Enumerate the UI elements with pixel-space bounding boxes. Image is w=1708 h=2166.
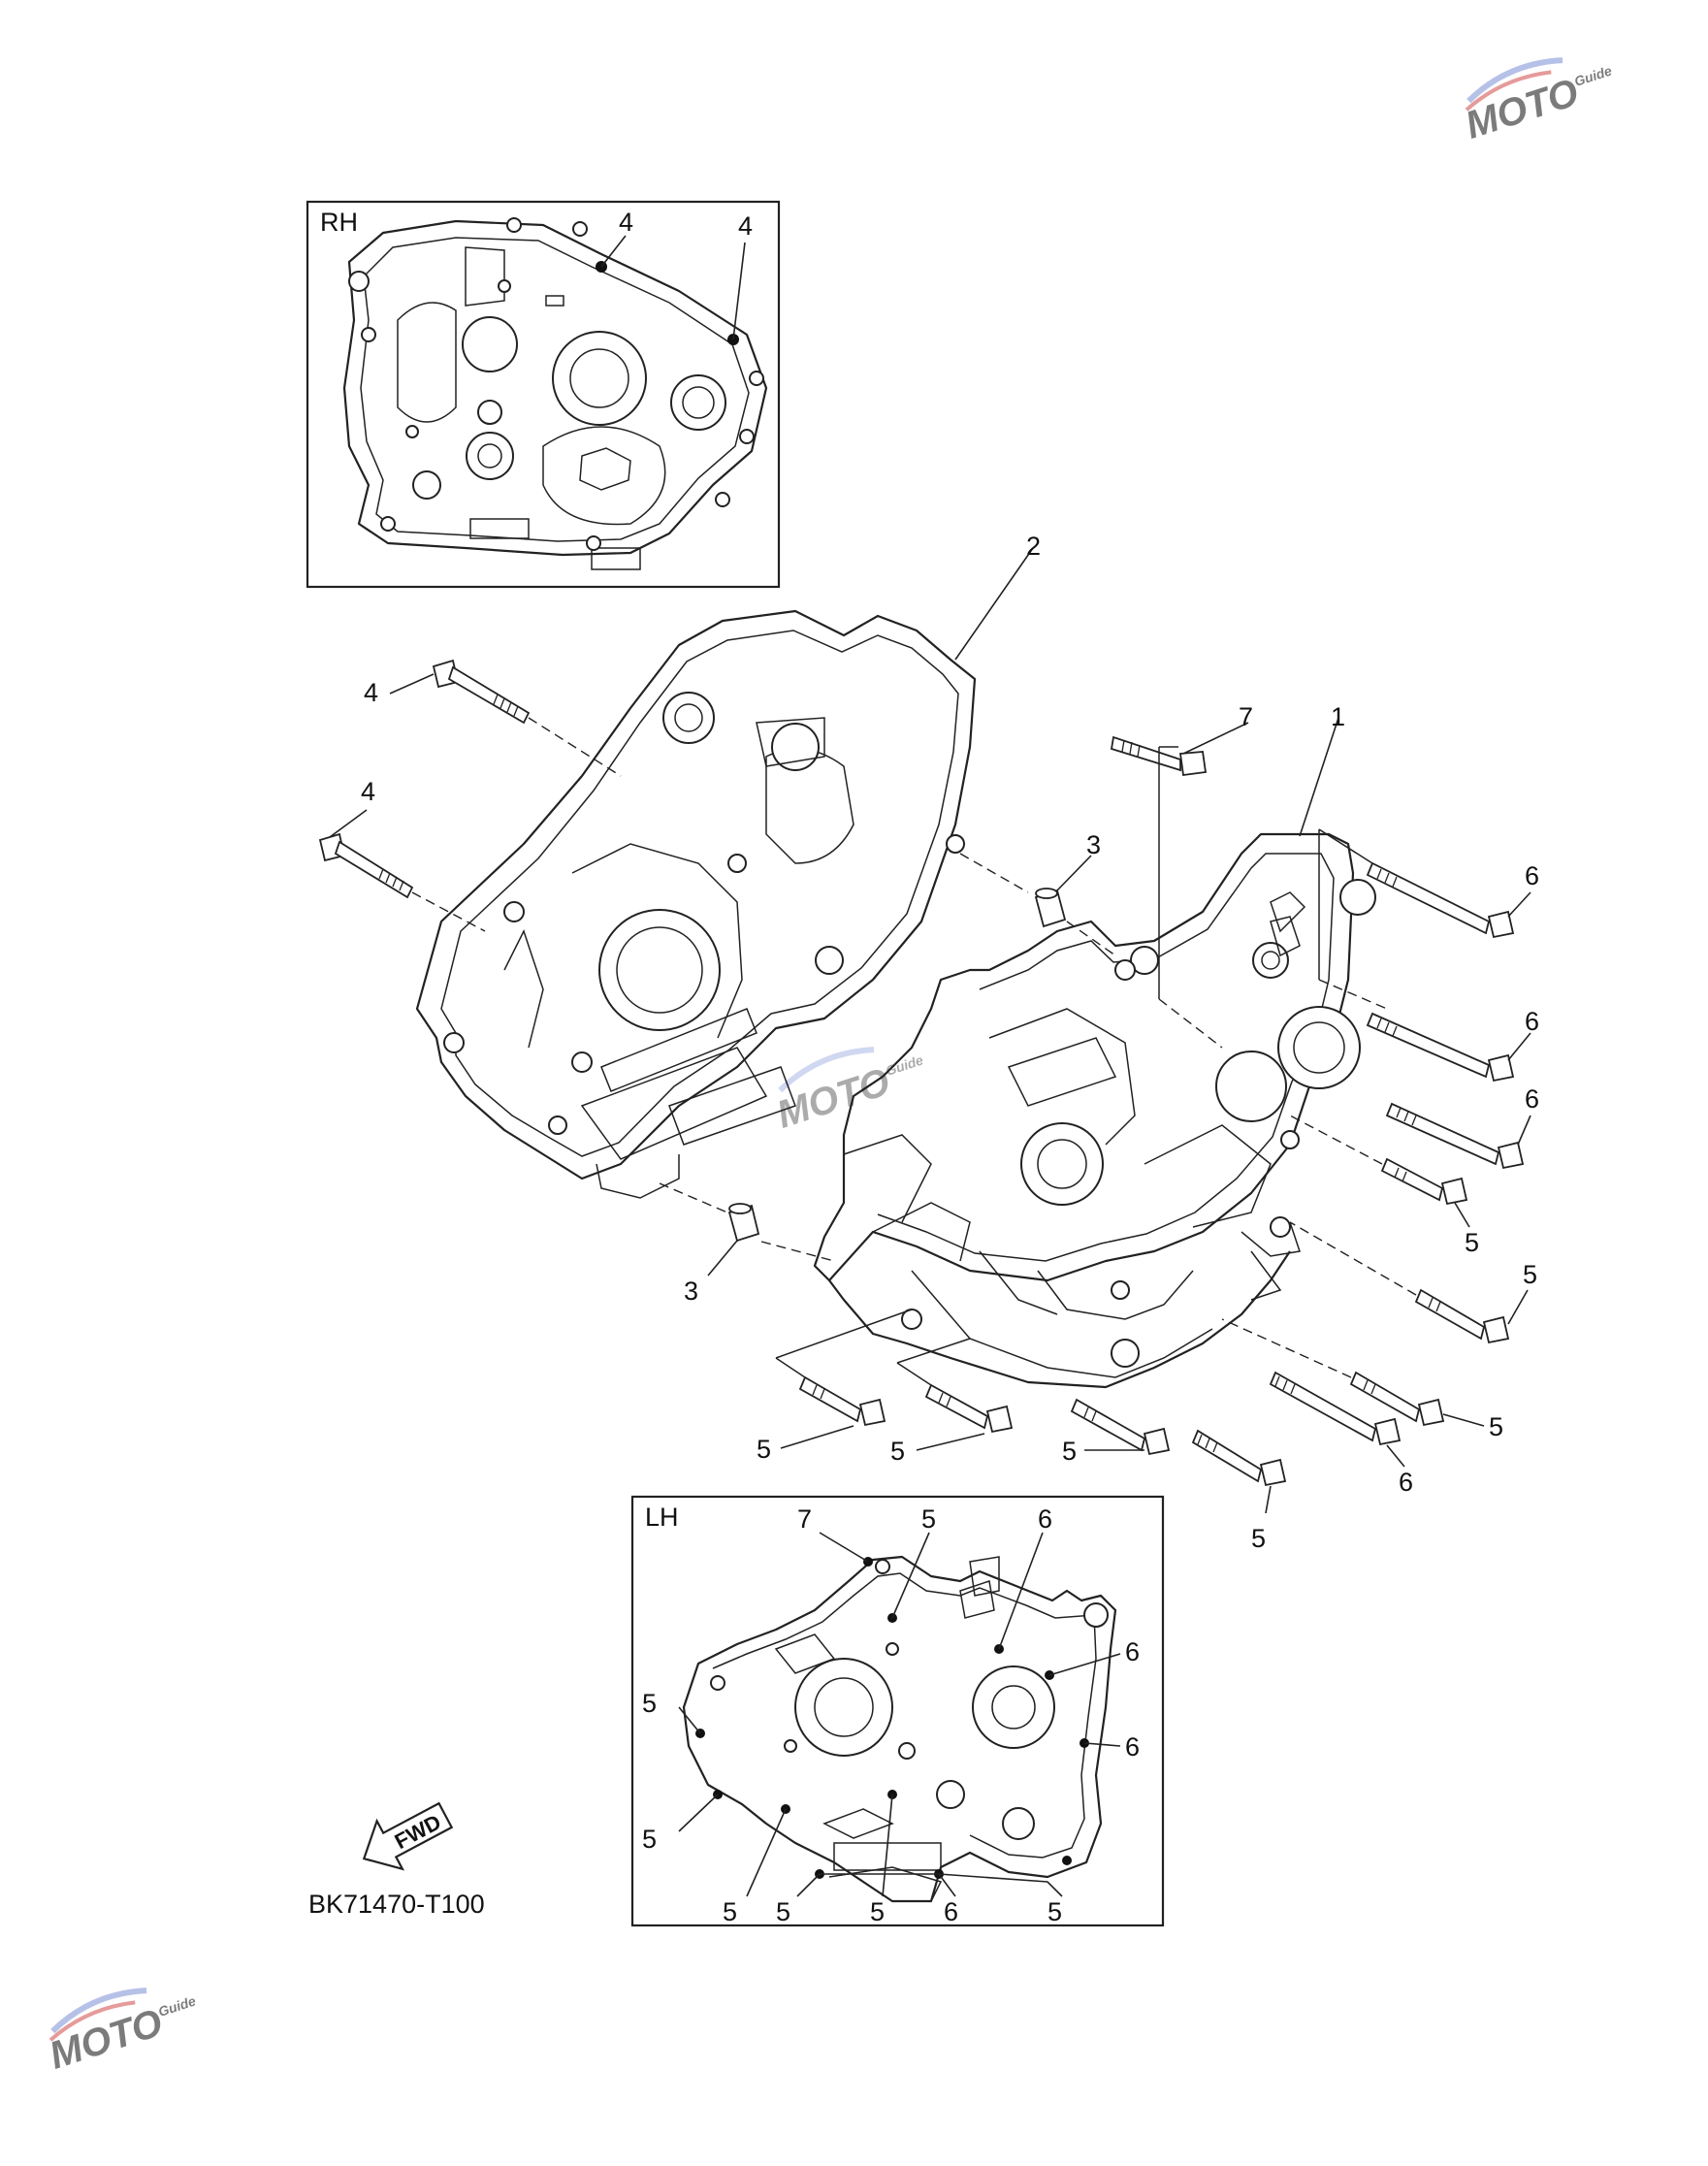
- bolt-5f: [1070, 1398, 1171, 1456]
- callout-6a: 6: [1525, 861, 1539, 890]
- bolt-7: [1110, 735, 1208, 777]
- callout-7: 7: [1239, 702, 1253, 731]
- callout-5g: 5: [1251, 1524, 1266, 1553]
- callout-2: 2: [1026, 532, 1041, 561]
- lh-callout-5-left-a: 5: [642, 1689, 657, 1718]
- rh-callout-4b: 4: [738, 211, 753, 241]
- bolt-5d: [798, 1375, 886, 1427]
- lh-callout-5-bottom-c: 5: [870, 1897, 885, 1926]
- bolt-6b: [1366, 1012, 1515, 1083]
- lh-callout-5-bottom-a: 5: [723, 1897, 737, 1926]
- lh-callout-5-left-b: 5: [642, 1825, 657, 1854]
- bolt-6c: [1385, 1102, 1525, 1170]
- lh-callout-6-right-a: 6: [1125, 1637, 1140, 1666]
- bolt-4-lower: [318, 832, 414, 899]
- watermark-logo-bottom: MOTO Guide: [45, 1988, 198, 2078]
- watermark-brand-text: MOTO: [1461, 71, 1584, 147]
- callout-3a: 3: [1086, 830, 1101, 859]
- lh-callout-6-top: 6: [1038, 1504, 1052, 1534]
- inset-rh: RH: [306, 200, 781, 589]
- bolt-5e: [924, 1383, 1014, 1434]
- watermark-sub-text: Guide: [156, 1992, 198, 2020]
- fwd-arrow-icon: FWD: [362, 1801, 454, 1871]
- lh-callout-5-bottom-d: 5: [1047, 1897, 1062, 1926]
- rh-callout-4a: 4: [619, 208, 633, 237]
- bolt-5b: [1414, 1288, 1510, 1344]
- callout-6c: 6: [1525, 1084, 1539, 1114]
- callout-5a: 5: [1465, 1228, 1479, 1257]
- dowel-pin-lower: [727, 1203, 760, 1243]
- callout-3b: 3: [684, 1277, 698, 1306]
- watermark-sub-text: Guide: [1572, 62, 1614, 89]
- inset-lh-frame: [630, 1495, 1165, 1927]
- inset-lh: LH: [630, 1495, 1165, 1927]
- callout-5b: 5: [1523, 1260, 1537, 1289]
- lh-callout-5-bottom-b: 5: [776, 1897, 790, 1926]
- callout-4a: 4: [364, 678, 378, 707]
- watermark-logo-top: MOTO Guide: [1461, 57, 1614, 147]
- bolt-5g: [1191, 1429, 1287, 1487]
- lh-callout-6-right-b: 6: [1125, 1732, 1140, 1762]
- callout-5f: 5: [1062, 1437, 1077, 1466]
- dowel-pin-upper: [1034, 888, 1067, 928]
- callout-5e: 5: [890, 1437, 905, 1466]
- lh-bolt-marker: [1062, 1856, 1072, 1865]
- callout-6d: 6: [1399, 1468, 1413, 1497]
- inset-lh-title: LH: [645, 1503, 679, 1532]
- watermark-brand-text: MOTO: [772, 1060, 895, 1137]
- watermark-brand-text: MOTO: [45, 2001, 168, 2078]
- lh-crankcase-outline: [682, 1555, 1117, 1903]
- bolt-5c: [1349, 1371, 1445, 1427]
- crankcase-left-half: [813, 832, 1376, 1389]
- inset-rh-frame: [306, 200, 781, 589]
- crankcase-right-half: [415, 609, 977, 1199]
- bolt-6d: [1269, 1371, 1402, 1446]
- watermark-logo-center: MOTO Guide: [772, 1047, 925, 1137]
- callout-1: 1: [1331, 702, 1345, 731]
- callout-5c: 5: [1489, 1412, 1503, 1441]
- bolt-5a: [1380, 1157, 1468, 1206]
- drawing-code: BK71470-T100: [308, 1890, 485, 1919]
- rh-crankcase-outline: [342, 217, 768, 570]
- callout-4b: 4: [361, 777, 375, 806]
- lh-callout-6-bottom: 6: [944, 1897, 958, 1926]
- callout-6b: 6: [1525, 1007, 1539, 1036]
- bolt-4-upper: [432, 659, 531, 725]
- lh-callout-5-top: 5: [921, 1504, 936, 1534]
- bolt-6a: [1366, 861, 1515, 939]
- lh-callout-7: 7: [797, 1504, 812, 1534]
- callout-5d: 5: [757, 1435, 771, 1464]
- inset-rh-title: RH: [320, 208, 358, 237]
